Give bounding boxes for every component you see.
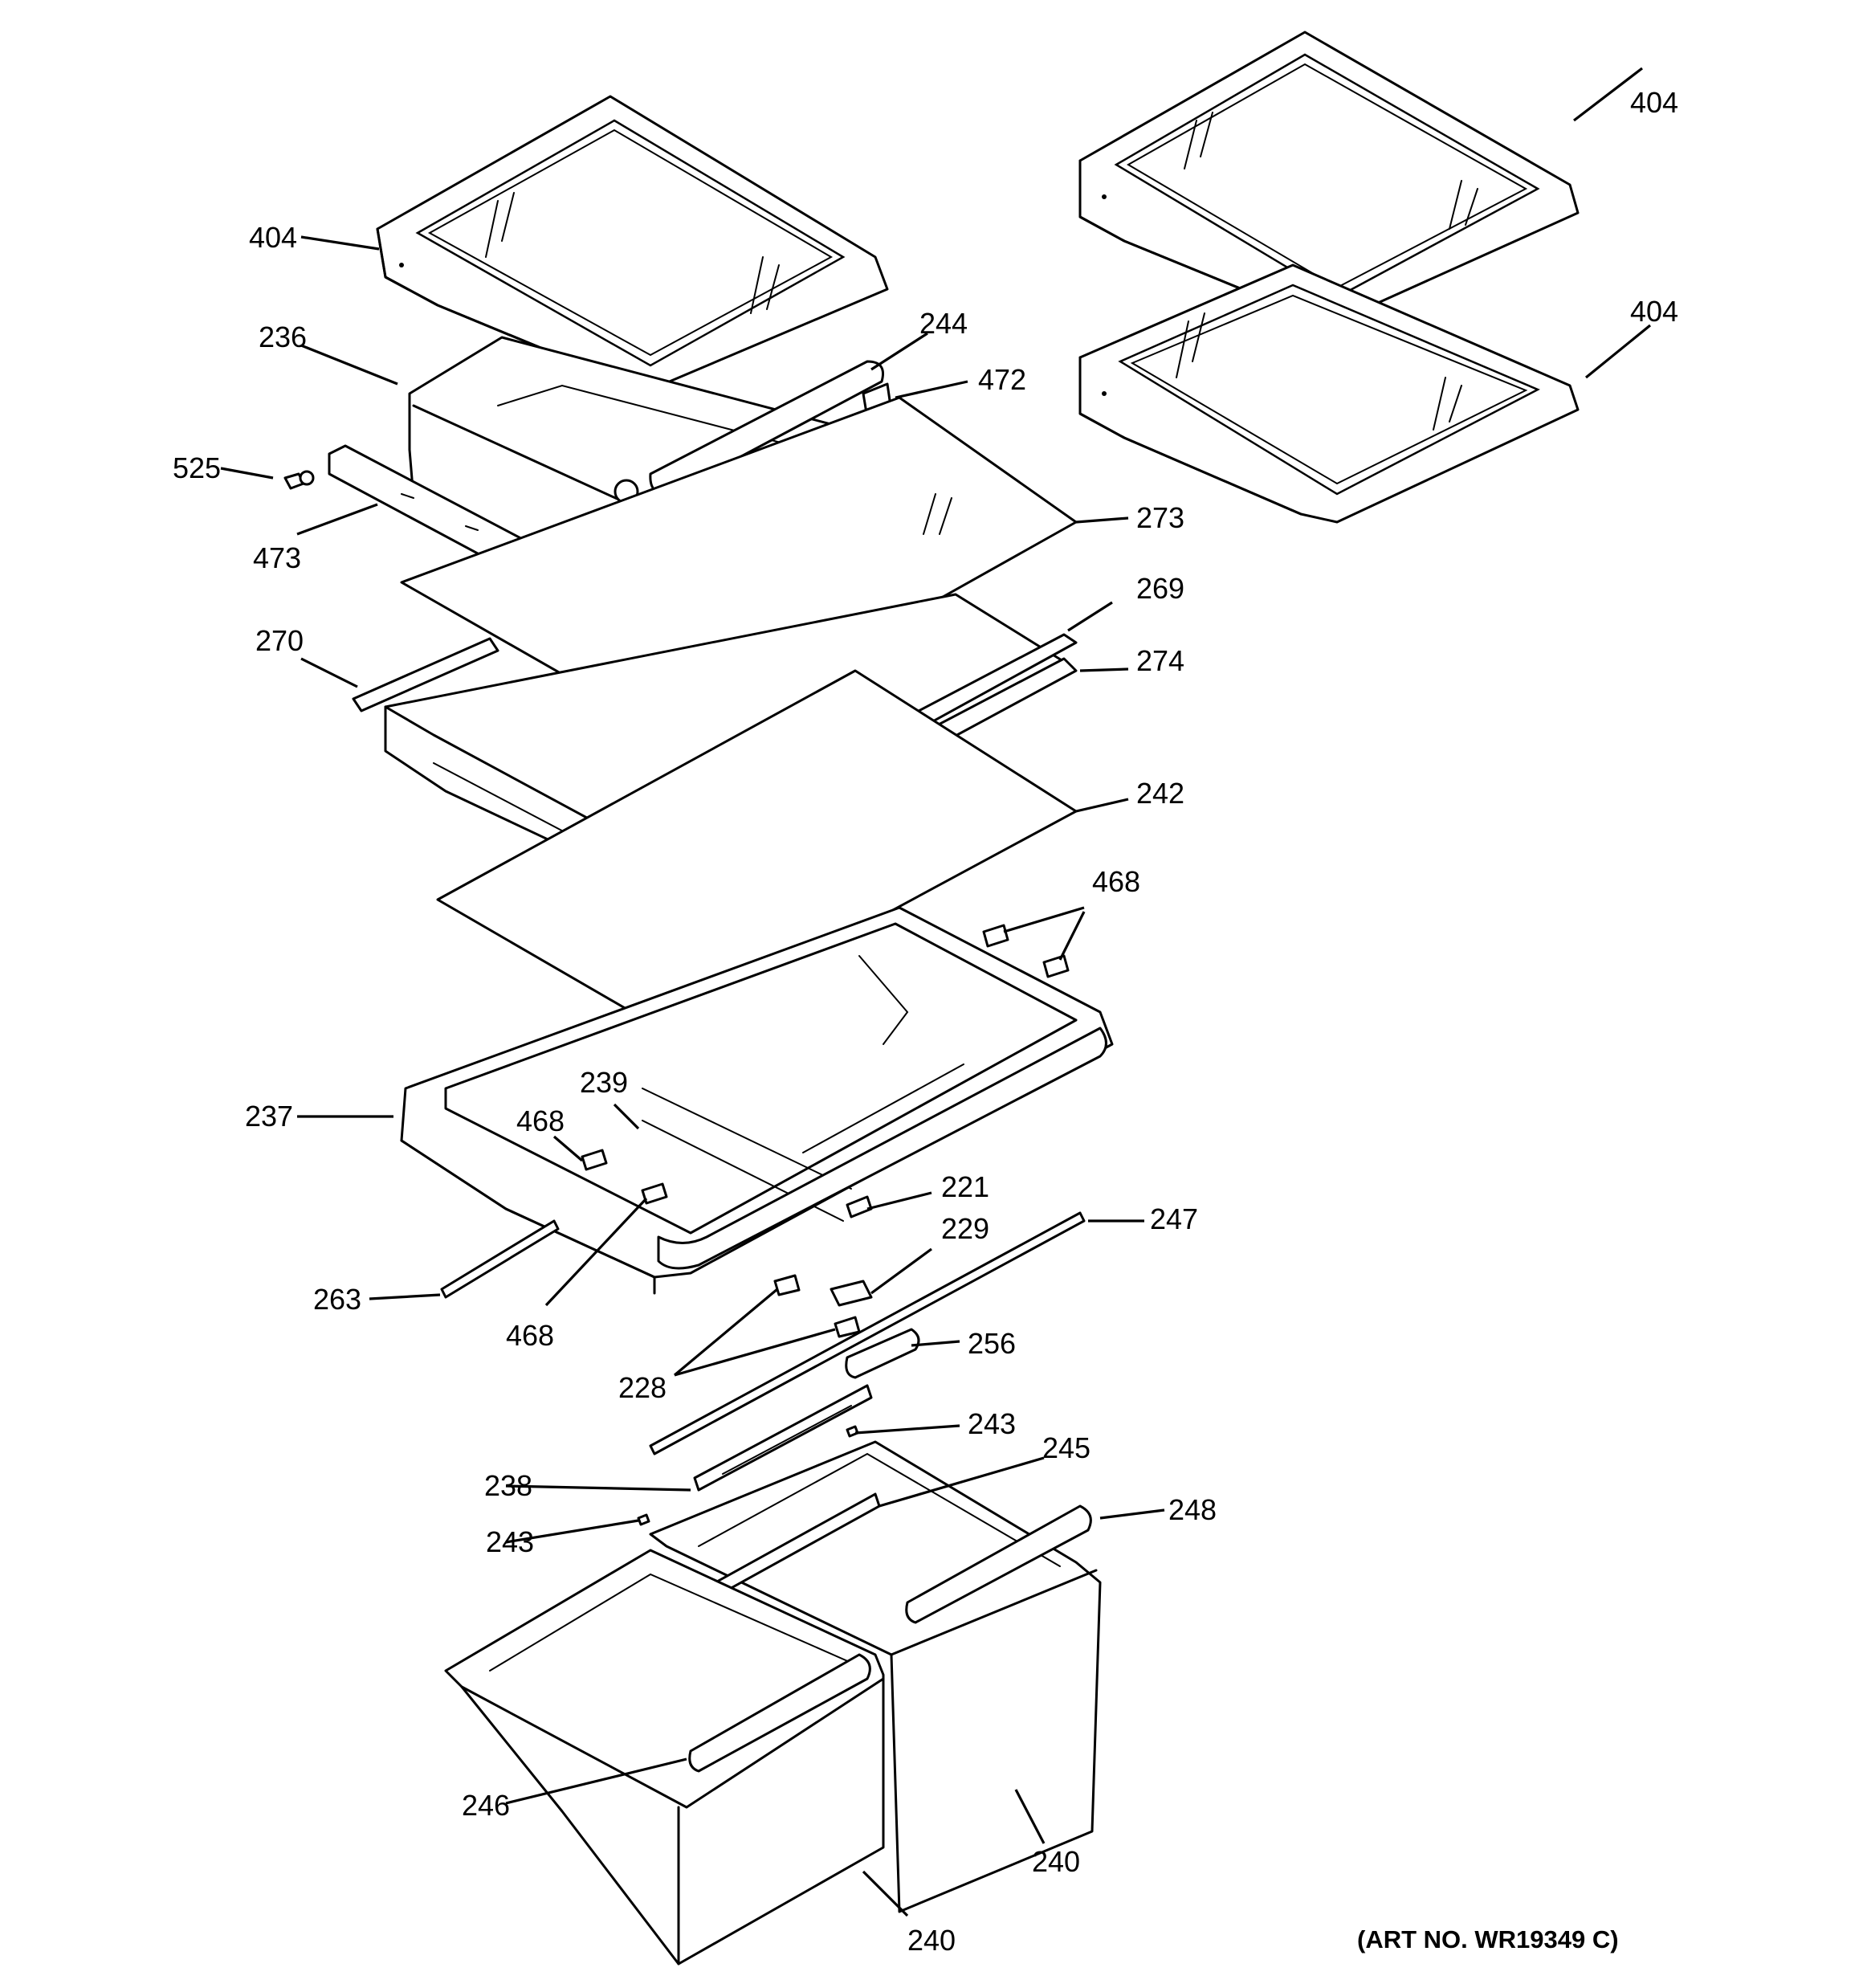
callout-228: 228 [618,1371,667,1404]
callout-236: 236 [259,320,307,353]
part-221 [846,1195,873,1219]
callout-269: 269 [1136,572,1184,605]
screw-525 [283,470,315,490]
callout-273: 273 [1136,501,1184,534]
callout-247: 247 [1150,1202,1198,1235]
callout-404: 404 [249,221,297,254]
callout-239: 239 [580,1066,628,1099]
callout-245: 245 [1042,1431,1090,1464]
shelf-404-left [376,95,889,391]
callout-473: 473 [253,541,301,574]
callout-274: 274 [1136,644,1184,677]
art-number: (ART NO. WR19349 C) [1357,1925,1619,1953]
callout-229: 229 [941,1212,989,1245]
callout-244: 244 [919,307,968,340]
callout-246: 246 [462,1789,510,1822]
callout-238: 238 [484,1469,532,1502]
callout-242: 242 [1136,777,1184,810]
callout-237: 237 [245,1100,293,1133]
callout-263: 263 [313,1283,361,1316]
callout-243: 243 [486,1525,534,1558]
handle-244 [649,360,884,496]
cover-248 [905,1504,1092,1624]
callout-labels: 404 404 404 236 244 472 525 473 273 269 … [173,86,1678,1957]
slide-270 [352,637,499,712]
damper-229 [830,1280,873,1307]
callout-221: 221 [941,1170,989,1203]
crisper-drawer-240-front [444,1549,885,1966]
callout-256: 256 [968,1327,1016,1360]
callout-468: 468 [506,1319,554,1352]
crisper-frame-237 [400,906,1114,1295]
cover-246 [688,1653,871,1773]
callout-270: 270 [255,624,304,657]
clip-468-right [982,924,1070,978]
callout-404: 404 [1630,86,1678,119]
callout-404: 404 [1630,295,1678,328]
pad-243 [637,1425,859,1526]
clips-228 [773,1274,861,1338]
callout-240: 240 [907,1924,956,1957]
callout-472: 472 [978,363,1026,396]
shelf-404-right-lower [1078,263,1580,524]
leader-lines [220,67,1652,1917]
callout-243: 243 [968,1407,1016,1440]
callout-240: 240 [1032,1845,1080,1878]
control-256 [845,1328,920,1379]
callout-248: 248 [1168,1493,1217,1526]
shelf-404-right-upper [1078,31,1580,323]
rail-263 [440,1219,560,1299]
callout-468: 468 [1092,865,1140,898]
rod-247 [649,1211,1086,1455]
slide-238 [693,1384,873,1492]
callout-525: 525 [173,451,221,484]
callout-468: 468 [516,1104,565,1137]
